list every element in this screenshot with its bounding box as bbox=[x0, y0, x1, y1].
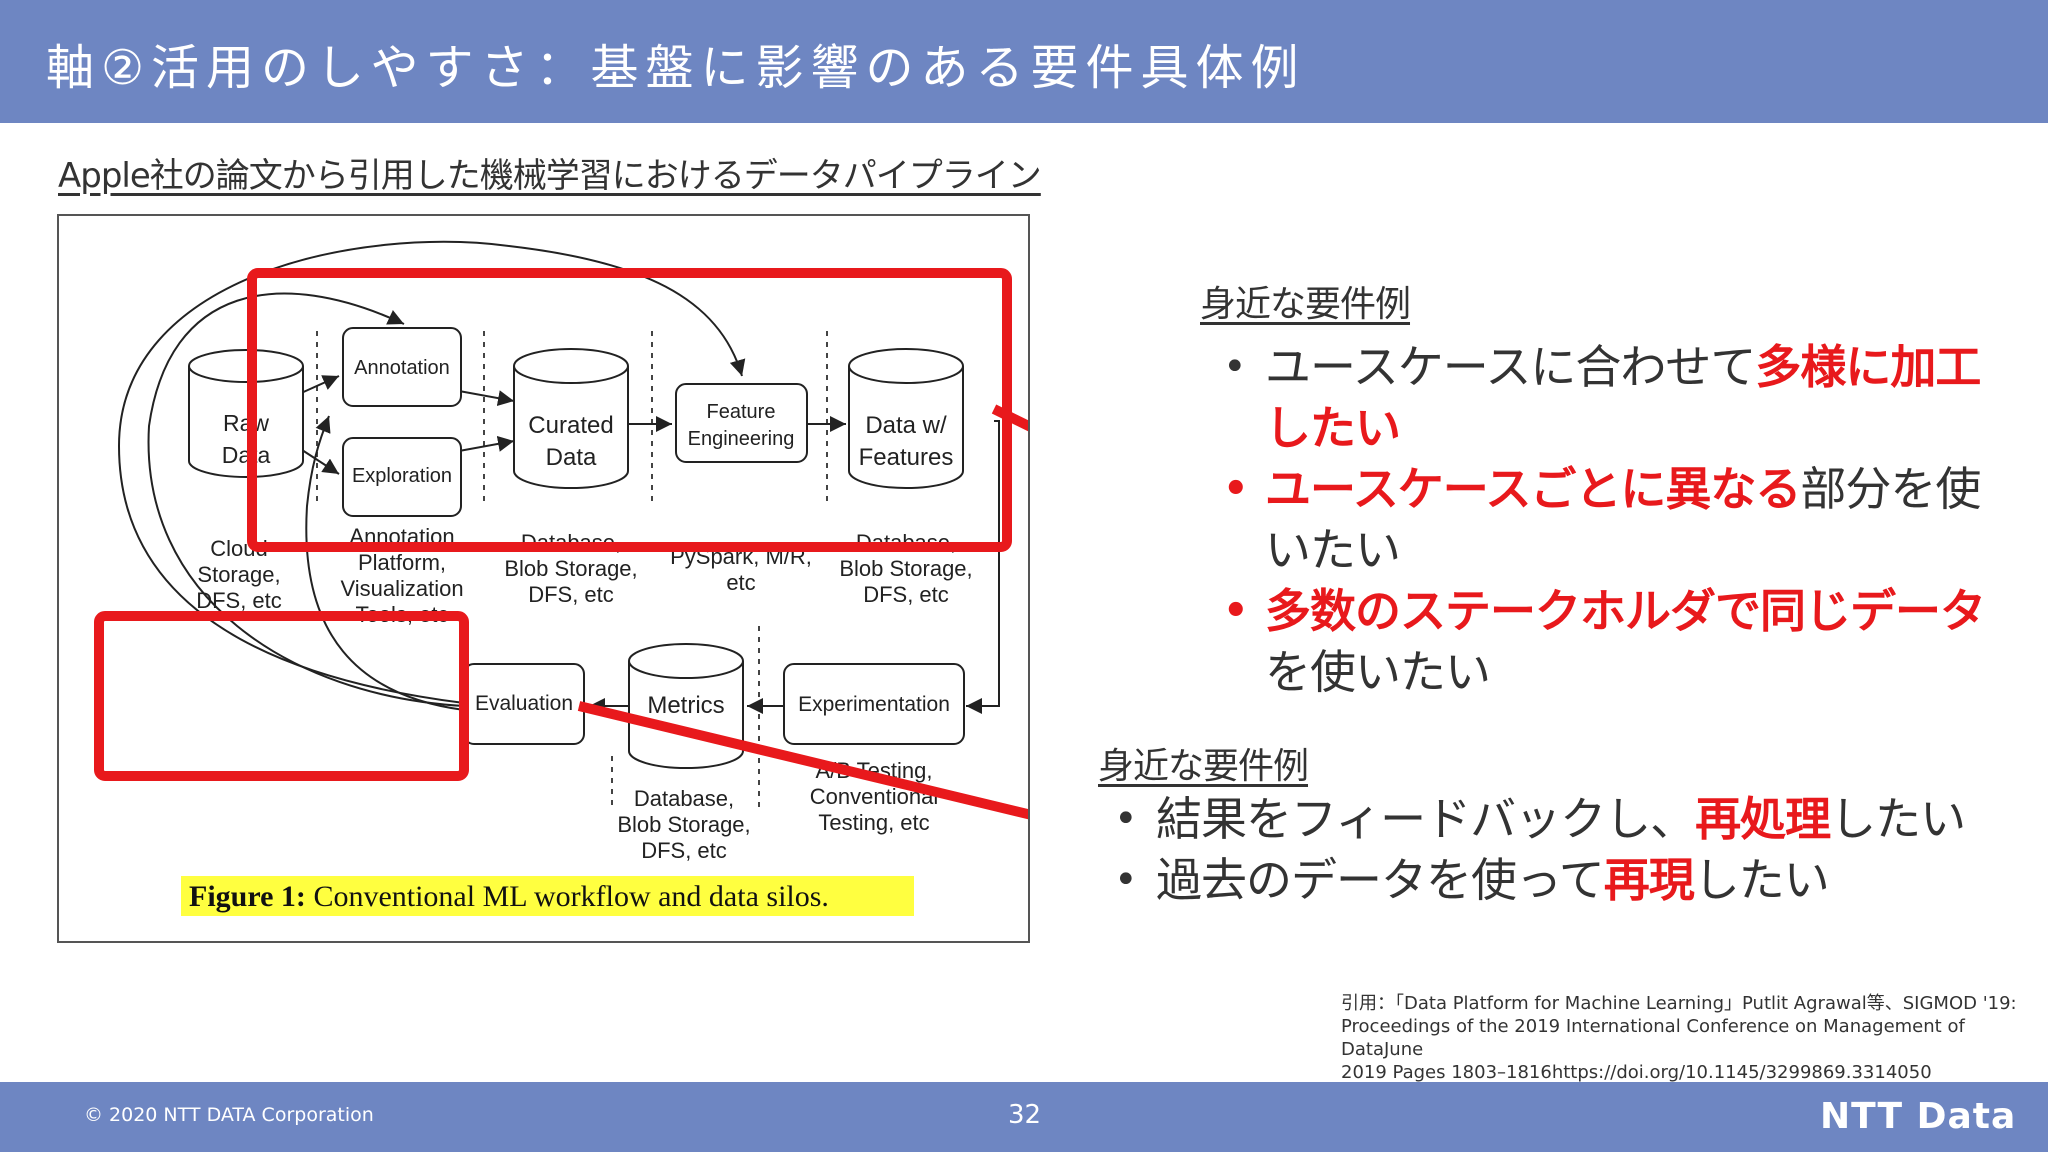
citation-line-3: 2019 Pages 1803–1816https://doi.org/10.1… bbox=[1341, 1062, 1932, 1083]
section2-label: 身近な要件例 bbox=[1098, 746, 1309, 787]
bullet-text: 再現 bbox=[1603, 853, 1695, 907]
silo-ann-3: Visualization bbox=[340, 576, 463, 601]
ml-workflow-diagram: Raw Data Annotation Exploration Curated … bbox=[94, 240, 1028, 916]
copyright: © 2020 NTT DATA Corporation bbox=[84, 1104, 374, 1126]
section1-bullet: • 多数のステークホルダで同じデータを使いたい bbox=[1215, 581, 2015, 703]
silo-ann-2: Platform, bbox=[358, 550, 446, 575]
raw-data-label-1: Raw bbox=[223, 410, 269, 436]
bullet-dot: • bbox=[1223, 466, 1249, 512]
features-label-1: Data w/ bbox=[865, 412, 947, 439]
silo-exp-3: Testing, etc bbox=[818, 810, 929, 835]
section1-bullet: • ユースケースに合わせて多様に加工したい bbox=[1215, 337, 2015, 459]
bullet-text: したい bbox=[1830, 792, 1966, 846]
bullet-dot: • bbox=[1223, 344, 1247, 390]
citation-line-1: 引用：「Data Platform for Machine Learning」P… bbox=[1341, 993, 2017, 1014]
curated-data-cylinder: Curated Data bbox=[513, 348, 629, 489]
bullet-text: 加工したい bbox=[1265, 340, 1981, 455]
section2-bullet: • 過去のデータを使って再現したい bbox=[1106, 850, 2006, 911]
annotation-label: Annotation bbox=[354, 357, 450, 379]
ntt-data-logo: NTT Data bbox=[1820, 1096, 2017, 1137]
bullet-dot: • bbox=[1223, 588, 1249, 634]
annotation-node: Annotation bbox=[342, 327, 462, 407]
figure-caption: Figure 1: Conventional ML workflow and d… bbox=[189, 880, 829, 913]
metrics-label: Metrics bbox=[647, 692, 724, 719]
feature-engineering-node: Feature Engineering bbox=[675, 383, 808, 463]
caption-highlight bbox=[181, 876, 914, 916]
metrics-cylinder: Metrics bbox=[628, 643, 744, 769]
section1-bullet: • ユースケースごとに異なる部分を使いたい bbox=[1215, 459, 2015, 581]
exploration-node: Exploration bbox=[342, 437, 462, 517]
exploration-label: Exploration bbox=[352, 465, 452, 487]
features-label-2: Features bbox=[859, 444, 954, 471]
silo-separators bbox=[316, 331, 828, 811]
feature-eng-label-2: Engineering bbox=[688, 428, 795, 450]
bullet-text: 同じデータ bbox=[1760, 584, 1986, 638]
section2-bullets: •結果をフィードバックし、再処理したい•過去のデータを使って再現したい bbox=[1106, 789, 2006, 911]
bullet-text: 多数のステークホルダで bbox=[1265, 584, 1761, 638]
section1-bullets: • ユースケースに合わせて多様に加工したい • ユースケースごとに異なる部分を使いたい… bbox=[1215, 337, 2015, 703]
bullet-dot: • bbox=[1114, 857, 1138, 903]
bullet-text: ユースケースごとに異なる bbox=[1265, 462, 1801, 516]
silo-feat-2: etc bbox=[726, 570, 755, 595]
evaluation-node: Evaluation bbox=[463, 663, 585, 745]
experimentation-label: Experimentation bbox=[798, 693, 950, 716]
bullet-text: 結果をフィードバックし、 bbox=[1156, 792, 1696, 846]
slide-title: 軸②活用のしやすさ：基盤に影響のある要件具体例 bbox=[46, 40, 1306, 96]
silo-fs-2: Blob Storage, bbox=[839, 556, 972, 581]
raw-data-cylinder: Raw Data bbox=[188, 349, 304, 478]
features-cylinder: Data w/ Features bbox=[848, 348, 964, 489]
citation: 引用：「Data Platform for Machine Learning」P… bbox=[1341, 992, 2031, 1084]
silo-fs-3: DFS, etc bbox=[863, 582, 949, 607]
section2-bullet: • 結果をフィードバックし、再処理したい bbox=[1106, 789, 2006, 850]
bullet-text: ユースケースに合わせて bbox=[1265, 340, 1756, 394]
section1-label: 身近な要件例 bbox=[1200, 284, 1411, 325]
citation-line-2: Proceedings of the 2019 International Co… bbox=[1341, 1016, 1965, 1060]
bullet-text: を使いたい bbox=[1265, 645, 1491, 699]
figure-panel: Raw Data Annotation Exploration Curated … bbox=[57, 214, 1030, 943]
header-bar: 軸②活用のしやすさ：基盤に影響のある要件具体例 bbox=[0, 0, 2048, 123]
silo-raw-2: Storage, bbox=[197, 562, 280, 587]
silo-cur-2: Blob Storage, bbox=[504, 556, 637, 581]
raw-data-label-2: Data bbox=[222, 442, 271, 468]
bullet-text: 過去のデータを使って bbox=[1156, 853, 1605, 907]
silo-met-2: Blob Storage, bbox=[617, 812, 750, 837]
bullet-text: したい bbox=[1693, 853, 1830, 907]
silo-met-1: Database, bbox=[634, 786, 734, 811]
bullet-text: 部分を bbox=[1800, 462, 1936, 516]
footer-bar: © 2020 NTT DATA Corporation 32 NTT Data bbox=[0, 1082, 2048, 1152]
curated-data-label-1: Curated bbox=[528, 412, 613, 439]
red-emphasis bbox=[94, 268, 1028, 820]
bullet-text: 多様に bbox=[1755, 340, 1891, 394]
bullet-text: 再処理 bbox=[1695, 792, 1831, 846]
silo-met-3: DFS, etc bbox=[641, 838, 727, 863]
evaluation-label: Evaluation bbox=[475, 692, 573, 715]
experimentation-node: Experimentation bbox=[783, 663, 965, 745]
figure-subtitle: Apple社の論文から引用した機械学習におけるデータパイプライン bbox=[58, 156, 1042, 196]
curated-data-label-2: Data bbox=[546, 444, 597, 471]
silo-cur-3: DFS, etc bbox=[528, 582, 614, 607]
feature-eng-label-1: Feature bbox=[707, 401, 776, 423]
silo-raw-3: DFS, etc bbox=[196, 588, 282, 613]
bullet-dot: • bbox=[1114, 796, 1138, 842]
bullet-text: 使いたい bbox=[1265, 462, 1981, 577]
page-number: 32 bbox=[1008, 1100, 1042, 1130]
